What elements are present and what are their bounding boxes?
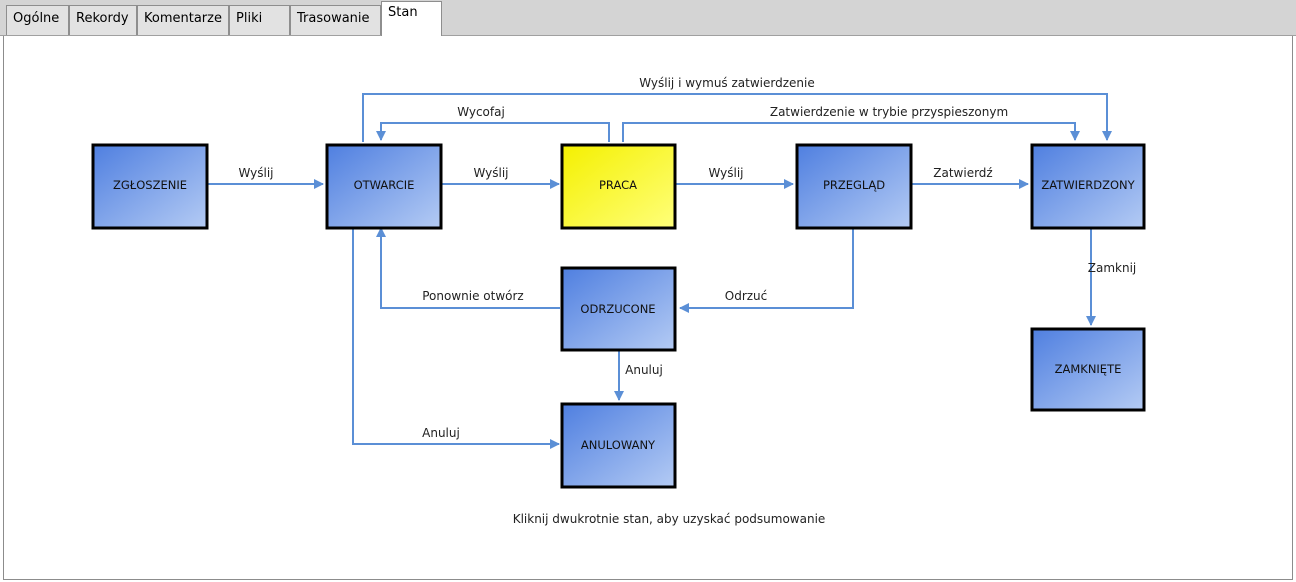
edge-wycofaj xyxy=(376,122,610,142)
state-zamkniete[interactable]: ZAMKNIĘTE xyxy=(1030,327,1146,412)
hint-text: Kliknij dwukrotnie stan, aby uzyskać pod… xyxy=(513,512,826,526)
label-anuluj-1: Anuluj xyxy=(625,363,663,377)
label-wyslij-3: Wyślij xyxy=(708,166,743,180)
state-przeglad-label: PRZEGLĄD xyxy=(823,178,885,192)
label-zatwierdz: Zatwierdź xyxy=(933,166,992,180)
state-anulowany[interactable]: ANULOWANY xyxy=(560,402,677,489)
tab-ogolne[interactable]: Ogólne xyxy=(6,5,69,35)
state-otwarcie[interactable]: OTWARCIE xyxy=(325,143,443,230)
state-diagram-panel: Wyślij Wyślij Wyślij Zatwierdź Wycofaj W… xyxy=(3,36,1293,580)
tab-stan[interactable]: Stan xyxy=(381,1,442,37)
label-przyspieszony: Zatwierdzenie w trybie przyspieszonym xyxy=(770,105,1008,119)
tab-rekordy[interactable]: Rekordy xyxy=(69,5,137,35)
tab-pliki[interactable]: Pliki xyxy=(229,5,290,35)
state-praca-label: PRACA xyxy=(599,178,637,192)
label-ponownie: Ponownie otwórz xyxy=(422,289,523,303)
state-anulowany-label: ANULOWANY xyxy=(581,438,656,452)
tab-bar: Ogólne Rekordy Komentarze Pliki Trasowan… xyxy=(0,0,1296,37)
state-praca[interactable]: PRACA xyxy=(560,143,677,230)
state-otwarcie-label: OTWARCIE xyxy=(354,178,415,192)
tab-trasowanie[interactable]: Trasowanie xyxy=(290,5,381,35)
state-zgloszenie-label: ZGŁOSZENIE xyxy=(113,178,187,192)
label-wyslij-1: Wyślij xyxy=(238,166,273,180)
label-odrzuc: Odrzuć xyxy=(725,289,768,303)
state-zatwierdzony-label: ZATWIERDZONY xyxy=(1041,178,1135,192)
edge-wymus xyxy=(362,93,1112,142)
label-zamknij: Zamknij xyxy=(1088,261,1137,275)
state-odrzucone-label: ODRZUCONE xyxy=(580,302,655,316)
state-zatwierdzony[interactable]: ZATWIERDZONY xyxy=(1030,143,1146,230)
edge-otwarcie-anulowany xyxy=(352,229,560,449)
edge-przyspieszony xyxy=(622,122,1080,142)
label-wymus: Wyślij i wymuś zatwierdzenie xyxy=(639,76,814,90)
state-przeglad[interactable]: PRZEGLĄD xyxy=(795,143,913,230)
edge-odrzuc xyxy=(679,229,854,313)
state-zamkniete-label: ZAMKNIĘTE xyxy=(1055,362,1122,376)
workflow-diagram: Wyślij Wyślij Wyślij Zatwierdź Wycofaj W… xyxy=(91,76,1146,526)
state-zgloszenie[interactable]: ZGŁOSZENIE xyxy=(91,143,209,230)
state-odrzucone[interactable]: ODRZUCONE xyxy=(560,266,677,352)
label-wyslij-2: Wyślij xyxy=(473,166,508,180)
label-wycofaj: Wycofaj xyxy=(457,105,505,119)
edge-ponownie xyxy=(376,227,560,309)
tab-komentarze[interactable]: Komentarze xyxy=(137,5,229,35)
label-anuluj-2: Anuluj xyxy=(422,426,460,440)
